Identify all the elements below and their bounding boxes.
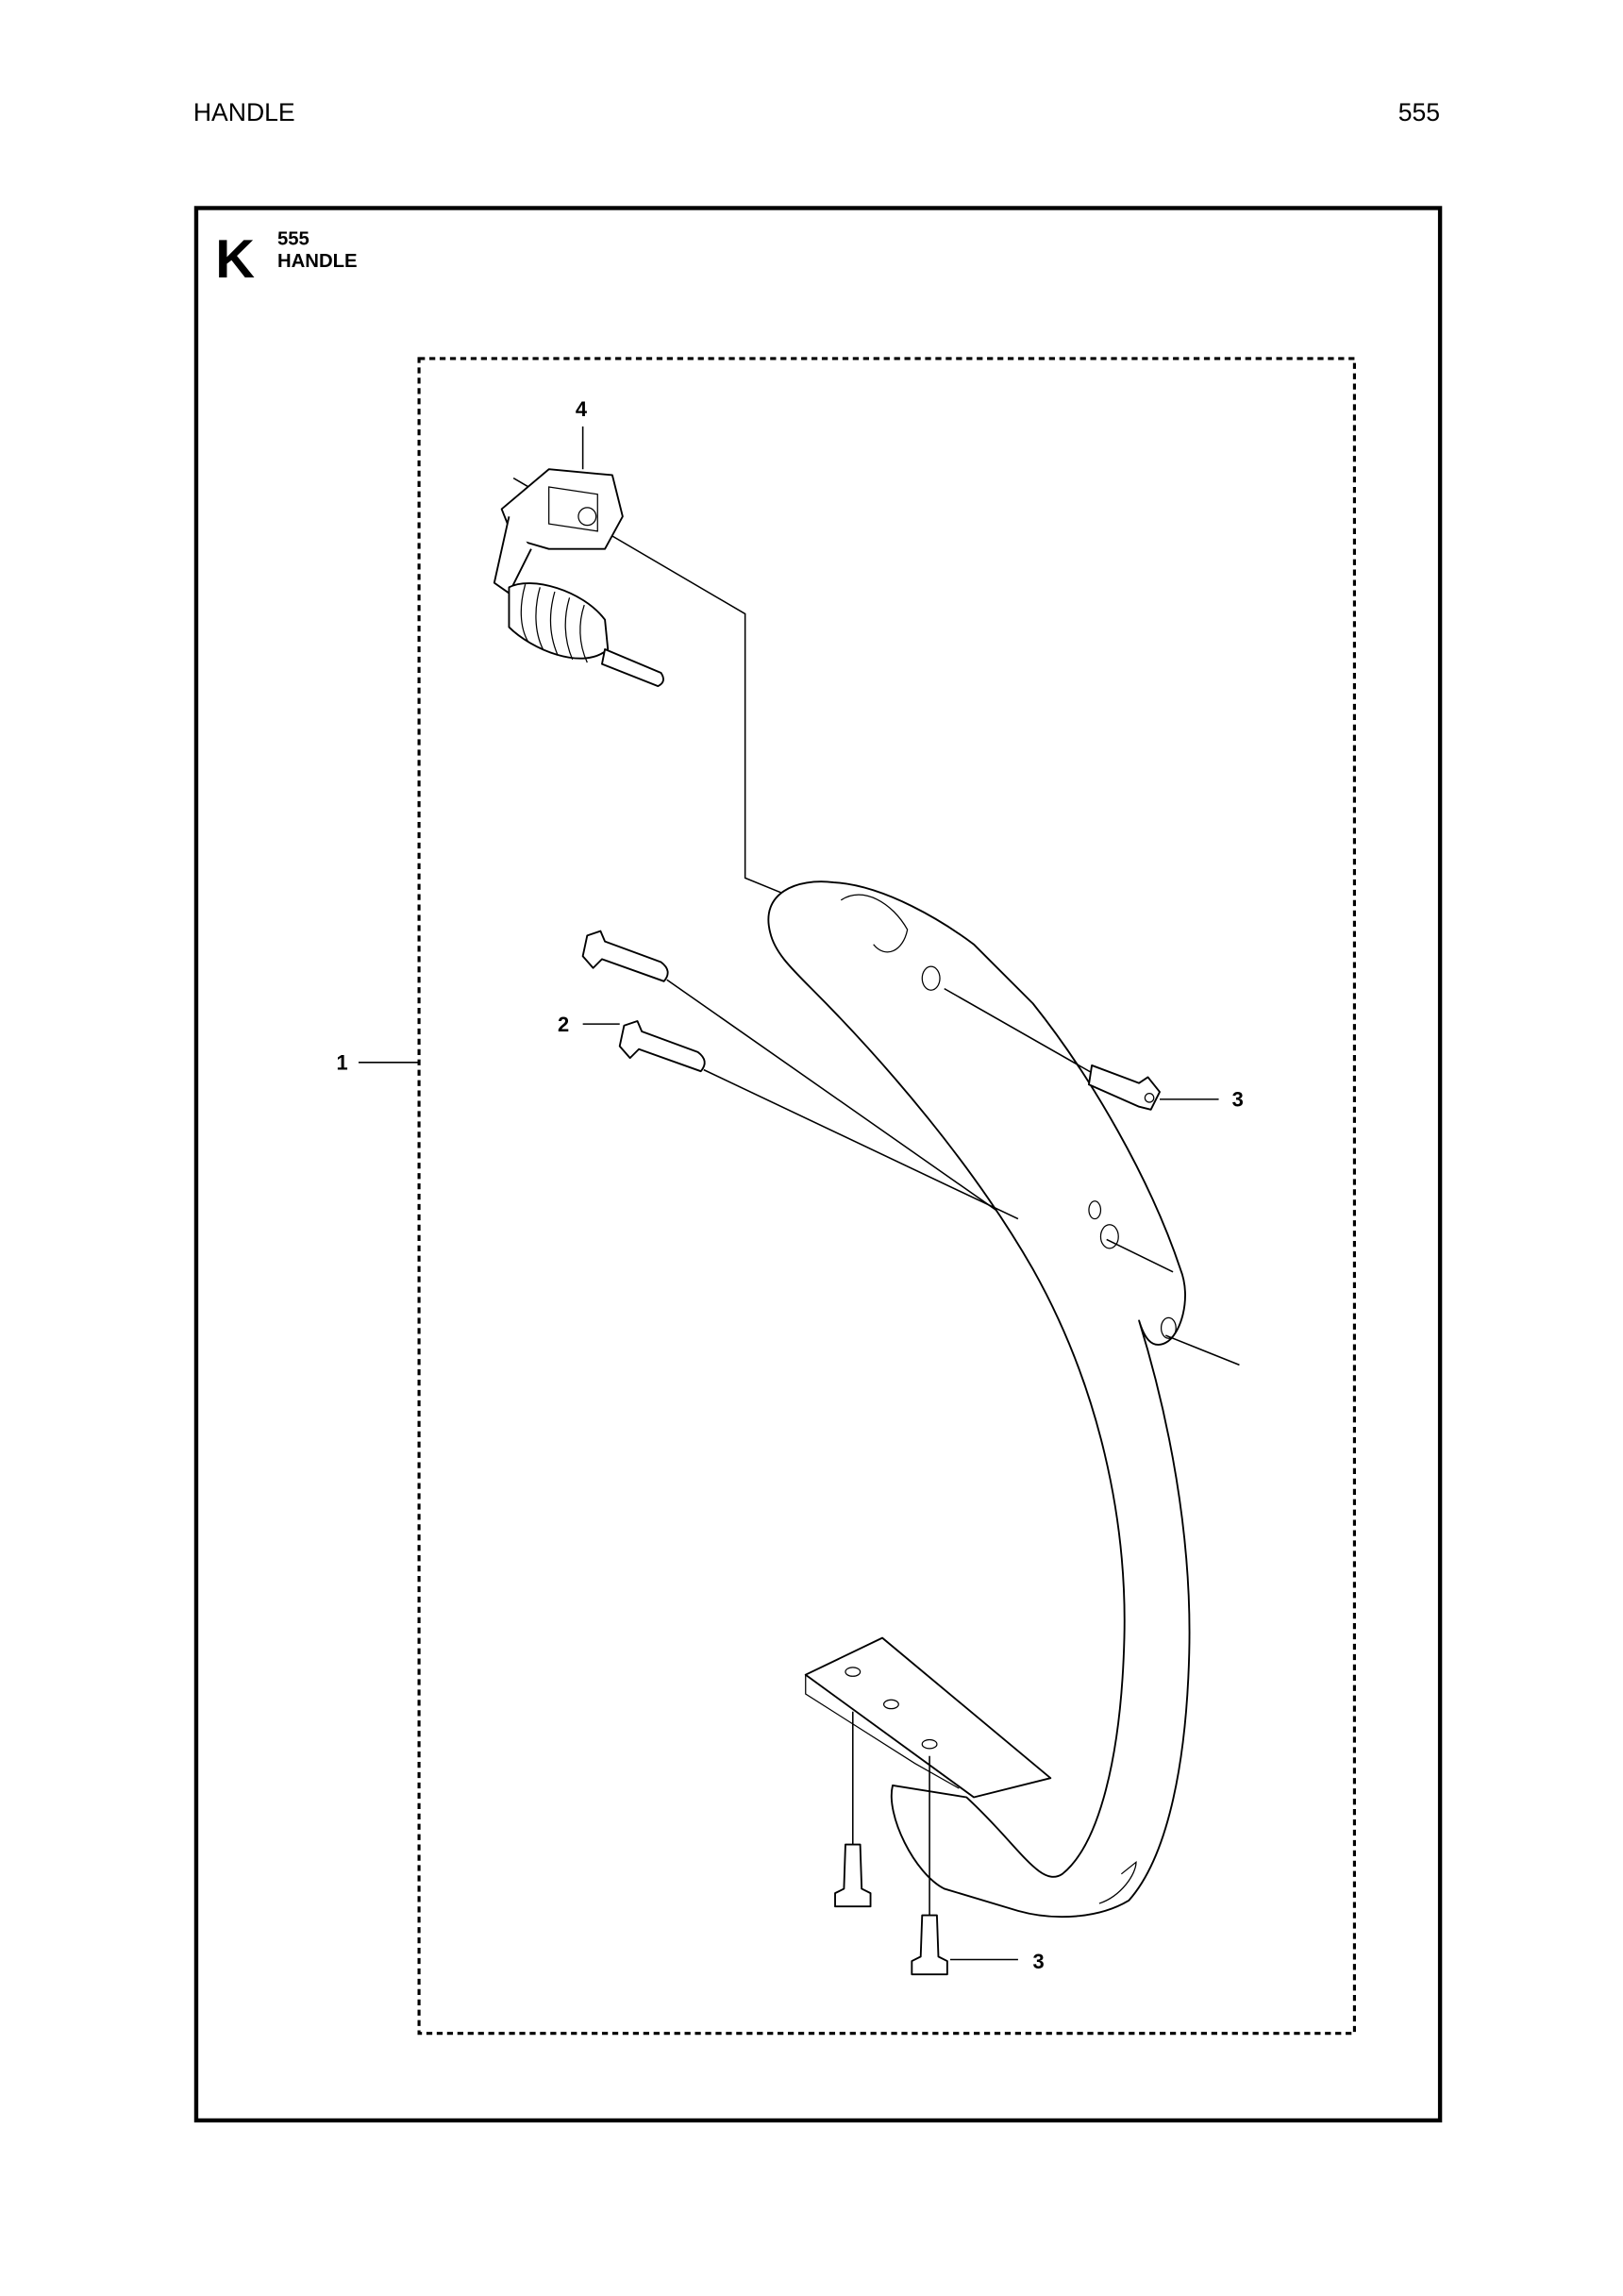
- part-3-screws: [834, 987, 1240, 1976]
- callout-3-lower: 3: [1033, 1950, 1045, 1973]
- callout-3-upper: 3: [1232, 1088, 1244, 1112]
- page-number: 555: [1398, 98, 1440, 126]
- callout-4: 4: [576, 397, 588, 421]
- assembly-boundary: [417, 357, 1356, 2036]
- part-4-vibration-damper: [493, 426, 786, 896]
- callout-2: 2: [558, 1013, 569, 1036]
- panel-code: 555: [277, 229, 310, 250]
- part-2-screws: [581, 930, 1019, 1220]
- part-1-handle-bar: [767, 880, 1191, 1919]
- section-title: HANDLE: [193, 98, 295, 126]
- panel-letter: K: [215, 229, 255, 290]
- panel-title: HANDLE: [277, 251, 358, 272]
- callout-1: 1: [337, 1051, 348, 1075]
- diagram-frame: [193, 206, 1443, 2123]
